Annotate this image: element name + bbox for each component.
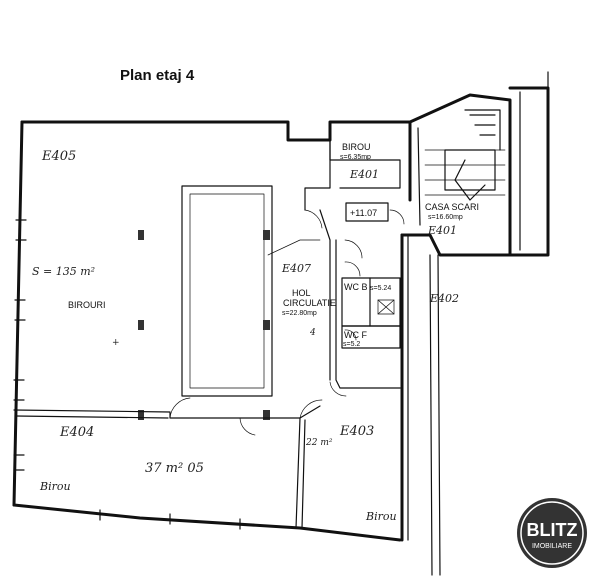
interior-walls: [13, 139, 405, 529]
blitz-logo: BLITZ IMOBILIARE: [517, 498, 587, 568]
room-hol-name1: HOL: [292, 288, 311, 298]
note-birou-right: Birou: [365, 510, 397, 523]
plan-title: Plan etaj 4: [120, 67, 195, 84]
note-birouri: BIROURI: [68, 300, 106, 310]
room-hol-area: s=22.80mp: [282, 310, 317, 317]
note-area-small: 22 m²: [305, 438, 333, 448]
central-atrium: [138, 185, 273, 420]
note-area-main: S = 135 m²: [32, 265, 95, 278]
room-birou-tag: E401: [349, 168, 379, 181]
note-e407: E407: [281, 262, 311, 275]
note-birou-left: Birou: [39, 480, 71, 493]
note-e405: E405: [41, 149, 76, 164]
room-birou-name: BIROU: [342, 142, 371, 152]
room-wc-b-area: s=5.24: [370, 285, 391, 292]
mark-four: 4: [309, 328, 316, 338]
room-wc-f-name: WC F: [344, 330, 367, 340]
room-casa-scari-area: s=16.60mp: [428, 214, 463, 221]
logo-brand: BLITZ: [527, 520, 578, 540]
logo-sub: IMOBILIARE: [532, 543, 572, 550]
mark-plus: +: [112, 338, 120, 348]
svg-text:+11.07: +11.07: [350, 208, 377, 218]
level-marker: +11.07: [345, 202, 389, 222]
room-birou-area: s=6.35mp: [340, 154, 371, 161]
note-e403: E403: [339, 424, 374, 439]
note-e404: E404: [59, 425, 94, 440]
room-wc-b-name: WC B: [344, 282, 368, 292]
room-hol-name2: CIRCULATIE: [283, 298, 336, 308]
staircase: [400, 71, 550, 576]
note-e402: E402: [429, 292, 459, 305]
room-casa-scari-name: CASA SCARI: [425, 202, 479, 212]
room-wc-f-area: s=5.2: [343, 341, 360, 348]
room-casa-scari-tag: E401: [427, 224, 457, 237]
note-area-bottom: 37 m² 05: [145, 461, 204, 476]
